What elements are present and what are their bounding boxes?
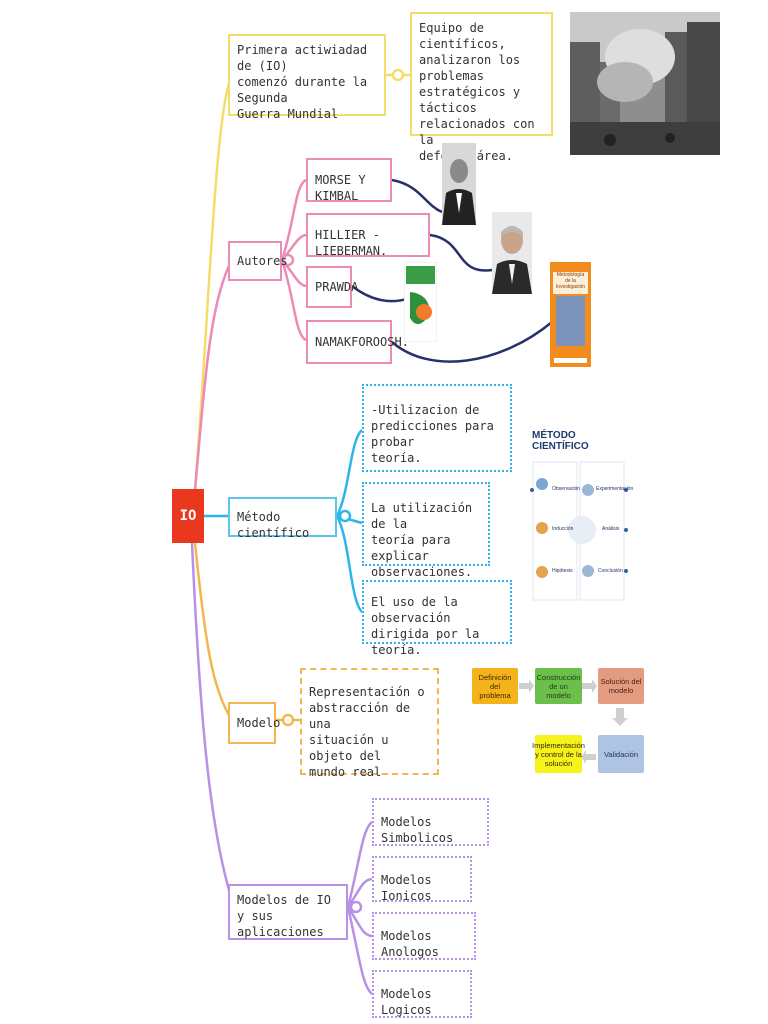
modelo-flow-arrows xyxy=(519,679,628,764)
flow-step-4: Validación xyxy=(598,735,644,773)
portrait-hillier xyxy=(492,212,532,294)
metodo-item-2[interactable]: La utilización de la teoría para explica… xyxy=(362,482,490,579)
autores-node[interactable]: Autores xyxy=(228,241,288,281)
modelo-node[interactable]: Modelo xyxy=(228,702,280,744)
root-node[interactable]: IO xyxy=(172,489,204,543)
aplicacion-item-1[interactable]: Modelos Simbolicos xyxy=(372,798,489,846)
aplicacion-item-4[interactable]: Modelos Logicos xyxy=(372,970,472,1018)
book-cover-prawda xyxy=(404,262,437,342)
autor-item-3[interactable]: PRAWDA xyxy=(306,266,358,308)
label-observacion: Observación xyxy=(552,486,581,492)
autor-item-2[interactable]: HILLIER - LIEBERMAN. xyxy=(306,213,430,258)
label-analisis: Análisis xyxy=(602,526,620,532)
label-hipotesis: Hipótesis xyxy=(552,568,573,574)
flow-step-1: Definición del problema xyxy=(472,668,518,704)
historia-node[interactable]: Primera actiwiadad de (IO) comenzó duran… xyxy=(228,34,386,121)
flow-step-5: Implementación y control de la solución xyxy=(532,735,585,773)
book-cover-metodologia xyxy=(550,262,591,367)
portrait-morse xyxy=(442,143,476,225)
metodo-diagram: MÉTODO CIENTÍFICO Observación Experiment… xyxy=(530,422,634,602)
autor-item-4[interactable]: NAMAKFOROOSH. xyxy=(306,320,409,364)
root-label: IO xyxy=(179,508,197,524)
metodo-diagram-title: MÉTODO CIENTÍFICO xyxy=(532,430,589,452)
flow-step-3: Solución del modelo xyxy=(598,668,644,704)
aplicaciones-node[interactable]: Modelos de IO y sus aplicaciones xyxy=(228,884,348,940)
war-photo xyxy=(570,12,720,155)
aplicacion-item-2[interactable]: Modelos Ionicos xyxy=(372,856,472,903)
book-title: Metodología de la Investigación xyxy=(555,272,586,290)
autor-item-1[interactable]: MORSE Y KIMBAL xyxy=(306,158,392,203)
modelo-detail-node[interactable]: Representación o abstracción de una situ… xyxy=(300,668,439,779)
metodo-cycle xyxy=(530,461,628,601)
metodo-node[interactable]: Método científico xyxy=(228,497,337,540)
aplicacion-item-3[interactable]: Modelos Anologos xyxy=(372,912,476,960)
label-experimentacion: Experimentación xyxy=(596,486,634,492)
label-conclusion: Conclusión xyxy=(598,568,623,574)
metodo-item-1[interactable]: -Utilizacion de predicciones para probar… xyxy=(362,384,512,472)
label-induccion: Inducción xyxy=(552,526,574,532)
historia-detail-node[interactable]: Equipo de científicos, analizaron los pr… xyxy=(410,12,553,163)
metodo-item-3[interactable]: El uso de la observación dirigida por la… xyxy=(362,580,512,657)
flow-step-2: Construcción de un modelo xyxy=(535,668,582,704)
